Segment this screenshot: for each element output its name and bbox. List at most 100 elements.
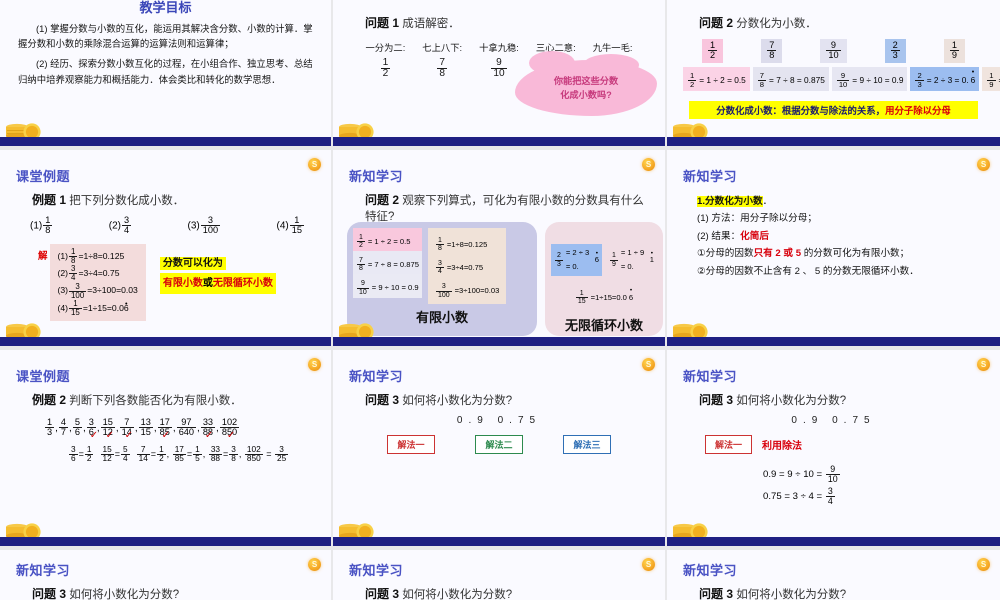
mini-numerator: 1: [437, 237, 442, 244]
slide-thumbnail-10[interactable]: S 新知学习 问题 3 如何将小数化为分数?: [0, 550, 333, 600]
gold-badge-icon: S: [642, 158, 655, 171]
jf-denominator: 6: [86, 427, 96, 438]
idiom-name: 九牛一毛:: [592, 43, 633, 53]
slide-separator: [667, 346, 1000, 350]
idiom-numerator: 9: [496, 57, 502, 68]
rule-emphasis: 用分子除以分母: [885, 105, 951, 117]
eq-numerator: 2: [917, 70, 922, 80]
line-red: 只有 2 或 5: [753, 248, 802, 260]
sol-numerator: 1: [73, 298, 78, 308]
eq-rhs: = 1 ÷ 9 = 0.: [999, 75, 1000, 85]
slide-3-question-label: 问题 2: [699, 16, 734, 30]
slide-separator: [667, 546, 1000, 550]
method-button-1[interactable]: 解法一: [705, 435, 753, 454]
mini-denominator: 15: [575, 297, 588, 306]
slide-footer-bar: [0, 137, 331, 146]
jf-numerator: 3: [88, 417, 94, 427]
slide-9-section-heading: 新知学习: [683, 369, 738, 384]
red-b-den: 8: [229, 454, 238, 464]
slide-thumbnail-11[interactable]: S 新知学习 问题 3 如何将小数化为分数?: [333, 550, 667, 600]
slide-1-paragraph-2: (2) 经历、探索分数小数互化的过程，在小组合作、独立思考、总结归纳中培养观察能…: [18, 58, 313, 85]
decimal-value: 0.9: [791, 415, 824, 426]
red-a-num: 102: [246, 444, 261, 454]
chip-numerator: 7: [769, 40, 775, 50]
mini-denominator: 100: [435, 290, 452, 299]
slide-thumbnail-8[interactable]: S 新知学习 问题 3 如何将小数化为分数? 0.9 0.75 解法一 解法二 …: [333, 350, 667, 550]
jf-numerator: 1: [47, 417, 53, 427]
heading-highlight: 分数化为小数: [705, 196, 763, 207]
item-numerator: 3: [207, 215, 213, 225]
slide-footer-bar: [0, 337, 331, 346]
red-b-num: 5: [122, 444, 128, 454]
method-button-2[interactable]: 解法二: [475, 435, 523, 454]
method-button-1[interactable]: 解法一: [387, 435, 435, 454]
method-button-3[interactable]: 解法三: [563, 435, 611, 454]
rule-prefix: 分数化成小数：根据分数与除法的关系，: [716, 105, 886, 117]
slide-7-example-text: 判断下列各数能否化为有限小数．: [69, 395, 242, 407]
coin-stack-icon: [673, 123, 708, 142]
gold-badge-icon: S: [308, 358, 321, 371]
slide-9-question-label: 问题 3: [699, 393, 734, 407]
red-b-num: 1: [159, 444, 164, 454]
gold-badge-icon: S: [308, 158, 321, 171]
jf-denominator: 14: [119, 427, 134, 438]
slide-10-question-text: 如何将小数化为分数?: [69, 589, 180, 600]
slide-separator: [333, 546, 665, 550]
gold-badge-icon: S: [308, 558, 321, 571]
sol-index: (2): [57, 268, 69, 279]
slide-thumbnail-9[interactable]: S 新知学习 问题 3 如何将小数化为分数? 0.9 0.75 解法一 利用除法…: [667, 350, 1000, 550]
chip-numerator: 1: [710, 40, 716, 50]
eq-denominator: 3: [915, 79, 924, 89]
line-post: 的分数可化为有限小数；: [801, 248, 910, 260]
gold-badge-icon: S: [977, 558, 990, 571]
slide-thumbnail-1[interactable]: 教学目标 (1) 掌握分数与小数的互化，能运用其解决含分数、小数的计算．掌握分数…: [0, 0, 333, 150]
sol-numerator: 3: [71, 264, 76, 274]
slide-12-question-text: 如何将小数化为分数?: [736, 589, 847, 600]
slide-4-example-label: 例题 1: [32, 193, 67, 207]
slide-thumbnail-6[interactable]: S 新知学习 1.分数化为小数． (1) 方法：用分子除以分母； (2) 结果：…: [667, 150, 1000, 350]
sol-denominator: 15: [69, 307, 82, 317]
speech-cloud: 你能把这些分数 化成小数吗?: [515, 51, 657, 116]
mini-rhs: = 1 ÷ 2 = 0.5: [367, 236, 411, 246]
mini-numerator: 2: [557, 252, 561, 260]
sol-rhs: =3÷4=0.75: [78, 268, 120, 279]
slide-separator: [0, 546, 331, 550]
slide-separator: [333, 346, 665, 350]
idiom-numerator: 7: [439, 57, 445, 68]
red-a-den: 85: [172, 454, 186, 464]
item-denominator: 8: [43, 225, 53, 236]
eq-denominator: 9: [987, 79, 996, 89]
chip-denominator: 10: [826, 50, 841, 61]
sol-numerator: 3: [75, 281, 80, 291]
item-denominator: 4: [122, 225, 132, 236]
slide-11-question-text: 如何将小数化为分数?: [402, 589, 513, 600]
sol-denominator: 8: [69, 255, 78, 265]
item-denominator: 15: [289, 225, 304, 236]
item-numerator: 3: [124, 215, 130, 225]
note-line-1: 分数可以化为: [159, 256, 226, 270]
eq-rhs: = 9 ÷ 10 = 0.9: [852, 75, 904, 86]
mini-rhs: =3÷100=0.03: [454, 286, 500, 296]
red-sep: ,: [166, 449, 170, 460]
note-term-a: 有限小数: [162, 277, 203, 289]
mini-repeat-digit: 6: [629, 291, 633, 305]
solution-tag: 解: [38, 250, 48, 262]
idiom-denominator: 2: [380, 68, 391, 80]
jf-denominator: 3: [45, 427, 55, 438]
line-pre: (1) 方法：用分子除以分母；: [697, 213, 817, 225]
red-sep: ,: [238, 449, 242, 460]
jf-numerator: 33: [202, 417, 214, 427]
slide-thumbnail-12[interactable]: S 新知学习 问题 3 如何将小数化为分数?: [667, 550, 1000, 600]
item-numerator: 1: [294, 215, 300, 225]
